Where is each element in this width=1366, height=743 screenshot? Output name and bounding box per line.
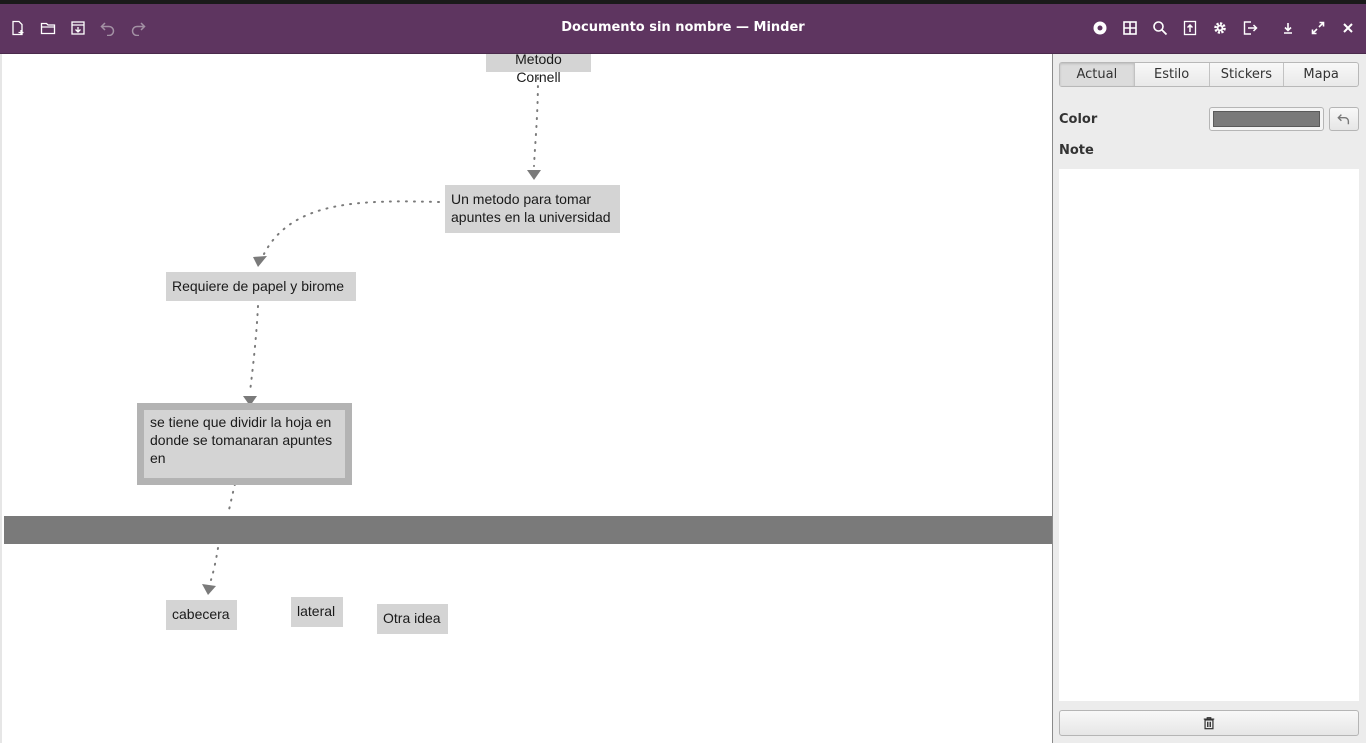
header-bar: Documento sin nombre — Minder [0,0,1366,54]
arrowhead-n3 [243,396,257,406]
connection-n2-n3 [249,305,259,393]
export-icon[interactable] [1179,17,1201,39]
minimize-icon[interactable] [1277,17,1299,39]
delete-node-button[interactable] [1059,710,1359,736]
undo-icon [1337,114,1350,125]
mindmap-node-selected[interactable]: se tiene que dividir la hoja en donde se… [137,403,352,485]
tab-mapa[interactable]: Mapa [1303,67,1339,82]
save-icon[interactable] [67,17,89,39]
color-label: Color [1059,112,1098,127]
quit-icon[interactable] [1239,17,1261,39]
tab-estilo[interactable]: Estilo [1135,63,1210,86]
color-swatch [1213,111,1320,127]
color-picker-button[interactable] [1209,107,1324,131]
new-document-icon[interactable] [7,17,29,39]
trash-icon [1203,717,1215,730]
mindmap-node[interactable]: Requiere de papel y birome [166,272,356,301]
connection-lines [202,77,541,595]
arrowhead-n4 [202,584,216,595]
arrowhead-n2 [253,256,267,267]
mindmap-node-root[interactable]: Metodo Cornell [486,54,591,85]
arrowhead-n1 [527,170,541,180]
mindmap-node[interactable]: cabecera [166,600,237,630]
undo-icon[interactable] [97,17,119,39]
mindmap-node[interactable]: Un metodo para tomar apuntes en la unive… [445,185,620,233]
zoom-fit-icon[interactable] [1119,17,1141,39]
redo-icon[interactable] [127,17,149,39]
reset-color-button[interactable] [1329,107,1359,131]
gear-icon[interactable] [1209,17,1231,39]
tab-actual[interactable]: Actual [1060,63,1135,86]
window-title: Documento sin nombre — Minder [561,20,805,35]
sidebar-tabs: Actual Estilo Stickers Mapa [1059,62,1359,87]
connection-n3-n4a [227,483,236,515]
properties-sidebar: Actual Estilo Stickers Mapa Color Note [1052,54,1366,743]
tab-stickers[interactable]: Stickers [1210,63,1285,86]
maximize-icon[interactable] [1307,17,1329,39]
mindmap-node[interactable]: Otra idea [377,604,448,634]
mindmap-canvas[interactable]: Metodo Cornell Un metodo para tomar apun… [0,54,1052,743]
close-icon[interactable] [1337,17,1359,39]
search-icon[interactable] [1149,17,1171,39]
note-label: Note [1059,143,1094,158]
connection-n1-n2 [263,200,440,255]
connection-n0-n1 [533,77,539,167]
section-divider [4,516,1052,544]
mindmap-node[interactable]: lateral [291,597,343,627]
open-folder-icon[interactable] [37,17,59,39]
note-textarea[interactable] [1059,169,1359,701]
connection-n3-n4b [210,547,219,581]
focus-mode-icon[interactable] [1089,17,1111,39]
